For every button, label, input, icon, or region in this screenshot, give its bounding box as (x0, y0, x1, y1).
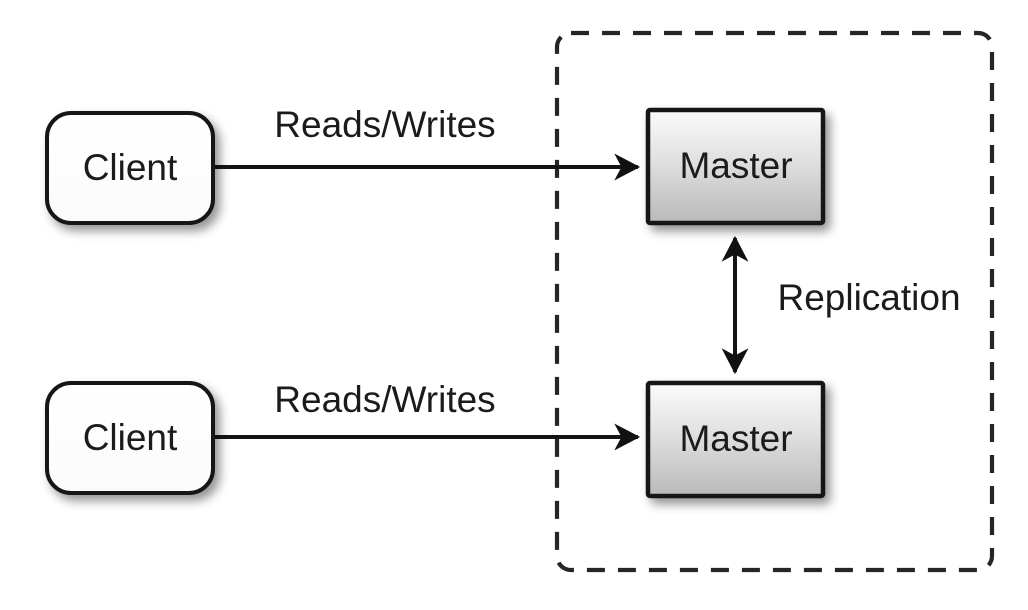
master-bottom-shape (645, 380, 826, 499)
boundary-region (554, 30, 995, 573)
edge-label-replication: Replication (777, 277, 960, 318)
node-master-bottom[interactable]: Master (645, 380, 826, 499)
client-bottom-shape (45, 381, 215, 495)
edge-label-reads-writes-bottom: Reads/Writes (274, 379, 495, 420)
edge-label-reads-writes-top: Reads/Writes (274, 104, 495, 145)
client-top-label: Client (83, 147, 178, 188)
master-top-shape (645, 107, 826, 226)
node-client-top[interactable]: Client (45, 111, 215, 225)
client-bottom-label: Client (83, 417, 178, 458)
node-client-bottom[interactable]: Client (45, 381, 215, 495)
client-top-shape (45, 111, 215, 225)
node-master-top[interactable]: Master (645, 107, 826, 226)
master-bottom-label: Master (679, 418, 792, 459)
master-top-label: Master (679, 145, 792, 186)
